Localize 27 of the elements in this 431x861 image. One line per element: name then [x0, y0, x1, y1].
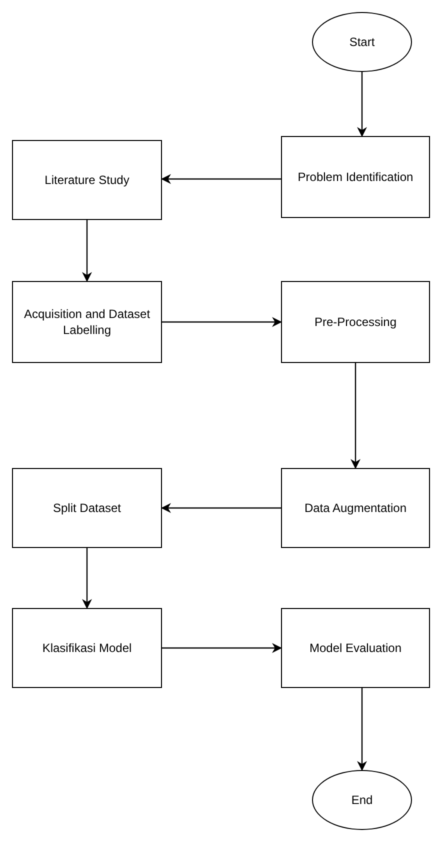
process-box: [12, 281, 162, 363]
node-label: End: [351, 792, 373, 808]
process-box: [281, 281, 430, 363]
node-label: Data Augmentation: [304, 500, 407, 516]
process-box: [281, 608, 430, 688]
arrow: [82, 220, 92, 282]
node-label: Start: [349, 34, 375, 50]
arrow: [350, 363, 360, 469]
node-label: Problem Identification: [298, 169, 414, 185]
node-label: Pre-Processing: [314, 314, 397, 330]
process-box: [12, 468, 162, 548]
arrow: [162, 317, 282, 327]
node-label: Model Evaluation: [309, 640, 402, 656]
process-box: [281, 136, 430, 218]
node-label: Split Dataset: [52, 500, 122, 516]
process-box: [281, 468, 430, 548]
arrow: [357, 72, 367, 137]
arrow: [82, 548, 92, 609]
node-label: Literature Study: [44, 172, 130, 188]
node-label: Klasifikasi Model: [42, 640, 132, 656]
process-box: [12, 608, 162, 688]
process-box: [12, 140, 162, 220]
arrow: [161, 503, 281, 513]
node-label: Acquisition and Dataset Labelling: [22, 306, 152, 338]
arrow: [357, 688, 367, 771]
arrow: [162, 643, 282, 653]
arrow: [161, 174, 281, 184]
